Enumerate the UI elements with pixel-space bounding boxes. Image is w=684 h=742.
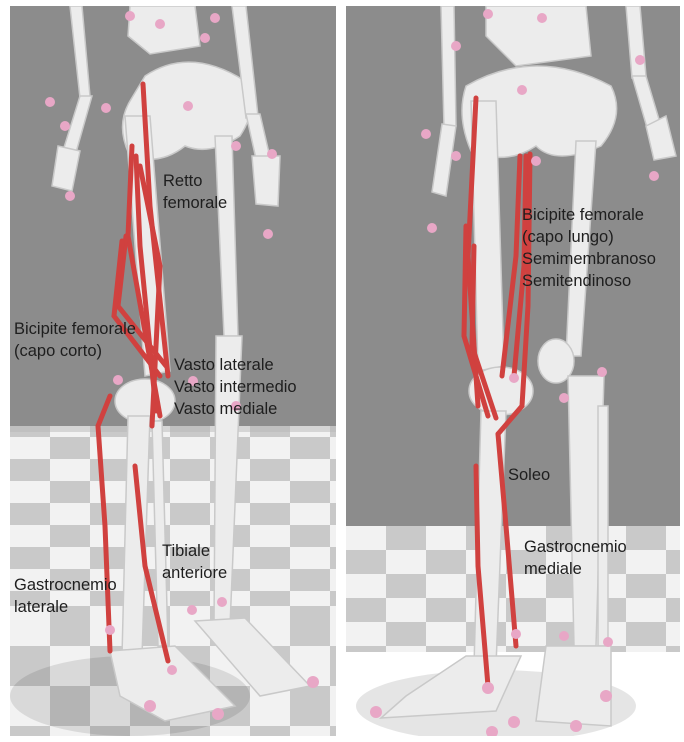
marker bbox=[559, 631, 569, 641]
left-view-panel: Retto femorale Bicipite femorale (capo c… bbox=[10, 6, 336, 736]
marker bbox=[635, 55, 645, 65]
marker bbox=[60, 121, 70, 131]
marker bbox=[537, 13, 547, 23]
far-fibula-bone bbox=[598, 406, 608, 646]
marker bbox=[45, 97, 55, 107]
label-hamstrings: Bicipite femorale (capo lungo) Semimembr… bbox=[522, 204, 656, 292]
label-soleus: Soleo bbox=[508, 464, 550, 486]
marker bbox=[483, 9, 493, 19]
label-gastrocnemius-medial: Gastrocnemio mediale bbox=[524, 536, 627, 580]
marker bbox=[183, 101, 193, 111]
right-view-scene bbox=[346, 6, 680, 736]
marker bbox=[65, 191, 75, 201]
marker bbox=[101, 103, 111, 113]
marker bbox=[597, 367, 607, 377]
marker bbox=[570, 720, 582, 732]
label-biceps-femoris-short-head: Bicipite femorale (capo corto) bbox=[14, 318, 136, 362]
right-hand-bone bbox=[252, 156, 280, 206]
marker bbox=[125, 11, 135, 21]
marker bbox=[600, 690, 612, 702]
marker bbox=[105, 625, 115, 635]
marker bbox=[508, 716, 520, 728]
left-humerus-bone bbox=[441, 6, 456, 128]
marker bbox=[167, 665, 177, 675]
marker bbox=[217, 597, 227, 607]
marker bbox=[559, 393, 569, 403]
marker bbox=[187, 605, 197, 615]
marker bbox=[212, 708, 224, 720]
marker bbox=[113, 375, 123, 385]
marker bbox=[531, 156, 541, 166]
marker bbox=[451, 41, 461, 51]
label-rectus-femoris: Retto femorale bbox=[163, 170, 227, 214]
marker bbox=[511, 629, 521, 639]
marker bbox=[427, 223, 437, 233]
right-view-panel: Bicipite femorale (capo lungo) Semimembr… bbox=[346, 6, 680, 736]
marker bbox=[210, 13, 220, 23]
label-tibialis-anterior: Tibiale anteriore bbox=[162, 540, 227, 584]
marker bbox=[231, 141, 241, 151]
marker bbox=[451, 151, 461, 161]
marker bbox=[482, 682, 494, 694]
marker bbox=[263, 229, 273, 239]
marker bbox=[307, 676, 319, 688]
marker bbox=[155, 19, 165, 29]
marker bbox=[370, 706, 382, 718]
marker bbox=[267, 149, 277, 159]
marker bbox=[200, 33, 210, 43]
label-gastrocnemius-lateral: Gastrocnemio laterale bbox=[14, 574, 117, 618]
marker bbox=[144, 700, 156, 712]
label-vasti: Vasto laterale Vasto intermedio Vasto me… bbox=[174, 354, 297, 420]
marker bbox=[421, 129, 431, 139]
marker bbox=[649, 171, 659, 181]
marker bbox=[603, 637, 613, 647]
marker bbox=[517, 85, 527, 95]
far-foot-bone bbox=[536, 646, 611, 726]
marker bbox=[509, 373, 519, 383]
